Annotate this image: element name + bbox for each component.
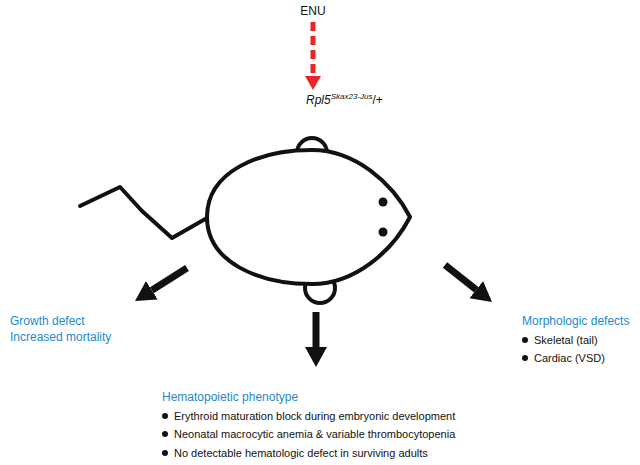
text-line: Skeletal (tail) bbox=[522, 331, 629, 350]
text-line: Erythroid maturation block during embryo… bbox=[162, 407, 455, 426]
phenotype-heading: Hematopoietic phenotype bbox=[162, 390, 298, 404]
gene-name: Rpl5 bbox=[306, 93, 331, 107]
phenotype-heading: Morphologic defects bbox=[522, 314, 629, 328]
bullet-text: Erythroid maturation block during embryo… bbox=[174, 410, 455, 422]
bullet-dot bbox=[162, 431, 168, 437]
text-line: No detectable hematologic defect in surv… bbox=[162, 444, 455, 463]
text-line: Cardiac (VSD) bbox=[522, 349, 629, 368]
bullet-dot bbox=[522, 355, 528, 361]
mouse-eye bbox=[379, 228, 388, 237]
bullet-text: Neonatal macrocytic anemia & variable th… bbox=[174, 428, 455, 440]
text-line: Morphologic defects bbox=[522, 312, 629, 331]
bullet-dot bbox=[522, 337, 528, 343]
bullet-dot bbox=[162, 413, 168, 419]
mouse-eye bbox=[379, 198, 388, 207]
gene-name: /+ bbox=[372, 93, 382, 107]
dashed-arrow bbox=[311, 22, 316, 76]
agent-name: ENU bbox=[300, 4, 325, 18]
mouse-node: Rpl5Skax23-Jus/+ bbox=[200, 92, 415, 292]
allele-superscript: Skax23-Jus bbox=[331, 92, 373, 101]
mouse-body bbox=[207, 150, 410, 284]
effect-arrow bbox=[445, 265, 476, 290]
text-line: Hematopoietic phenotype bbox=[162, 388, 455, 407]
phenotype-heading: Growth defect bbox=[10, 314, 85, 328]
phenotype-group: Hematopoietic phenotypeErythroid maturat… bbox=[162, 388, 455, 462]
mouse-tail bbox=[80, 187, 207, 238]
phenotype-group: Morphologic defectsSkeletal (tail) Cardia… bbox=[522, 312, 629, 368]
text-line: Growth defect bbox=[10, 313, 111, 329]
bullet-text: Skeletal (tail) bbox=[534, 334, 598, 346]
text-line: Neonatal macrocytic anemia & variable th… bbox=[162, 425, 455, 444]
agent-label: ENU bbox=[300, 4, 325, 18]
effect-arrow bbox=[152, 268, 187, 290]
text-line: Increased mortality bbox=[10, 329, 111, 345]
genotype-label: Rpl5Skax23-Jus/+ bbox=[306, 92, 383, 107]
effect-arrow bbox=[313, 312, 320, 347]
phenotype-heading: Increased mortality bbox=[10, 330, 111, 344]
phenotype-group: Growth defectIncreased mortality bbox=[10, 313, 111, 345]
bullet-text: No detectable hematologic defect in surv… bbox=[174, 447, 428, 459]
bullet-dot bbox=[162, 450, 168, 456]
bullet-text: Cardiac (VSD) bbox=[534, 352, 605, 364]
